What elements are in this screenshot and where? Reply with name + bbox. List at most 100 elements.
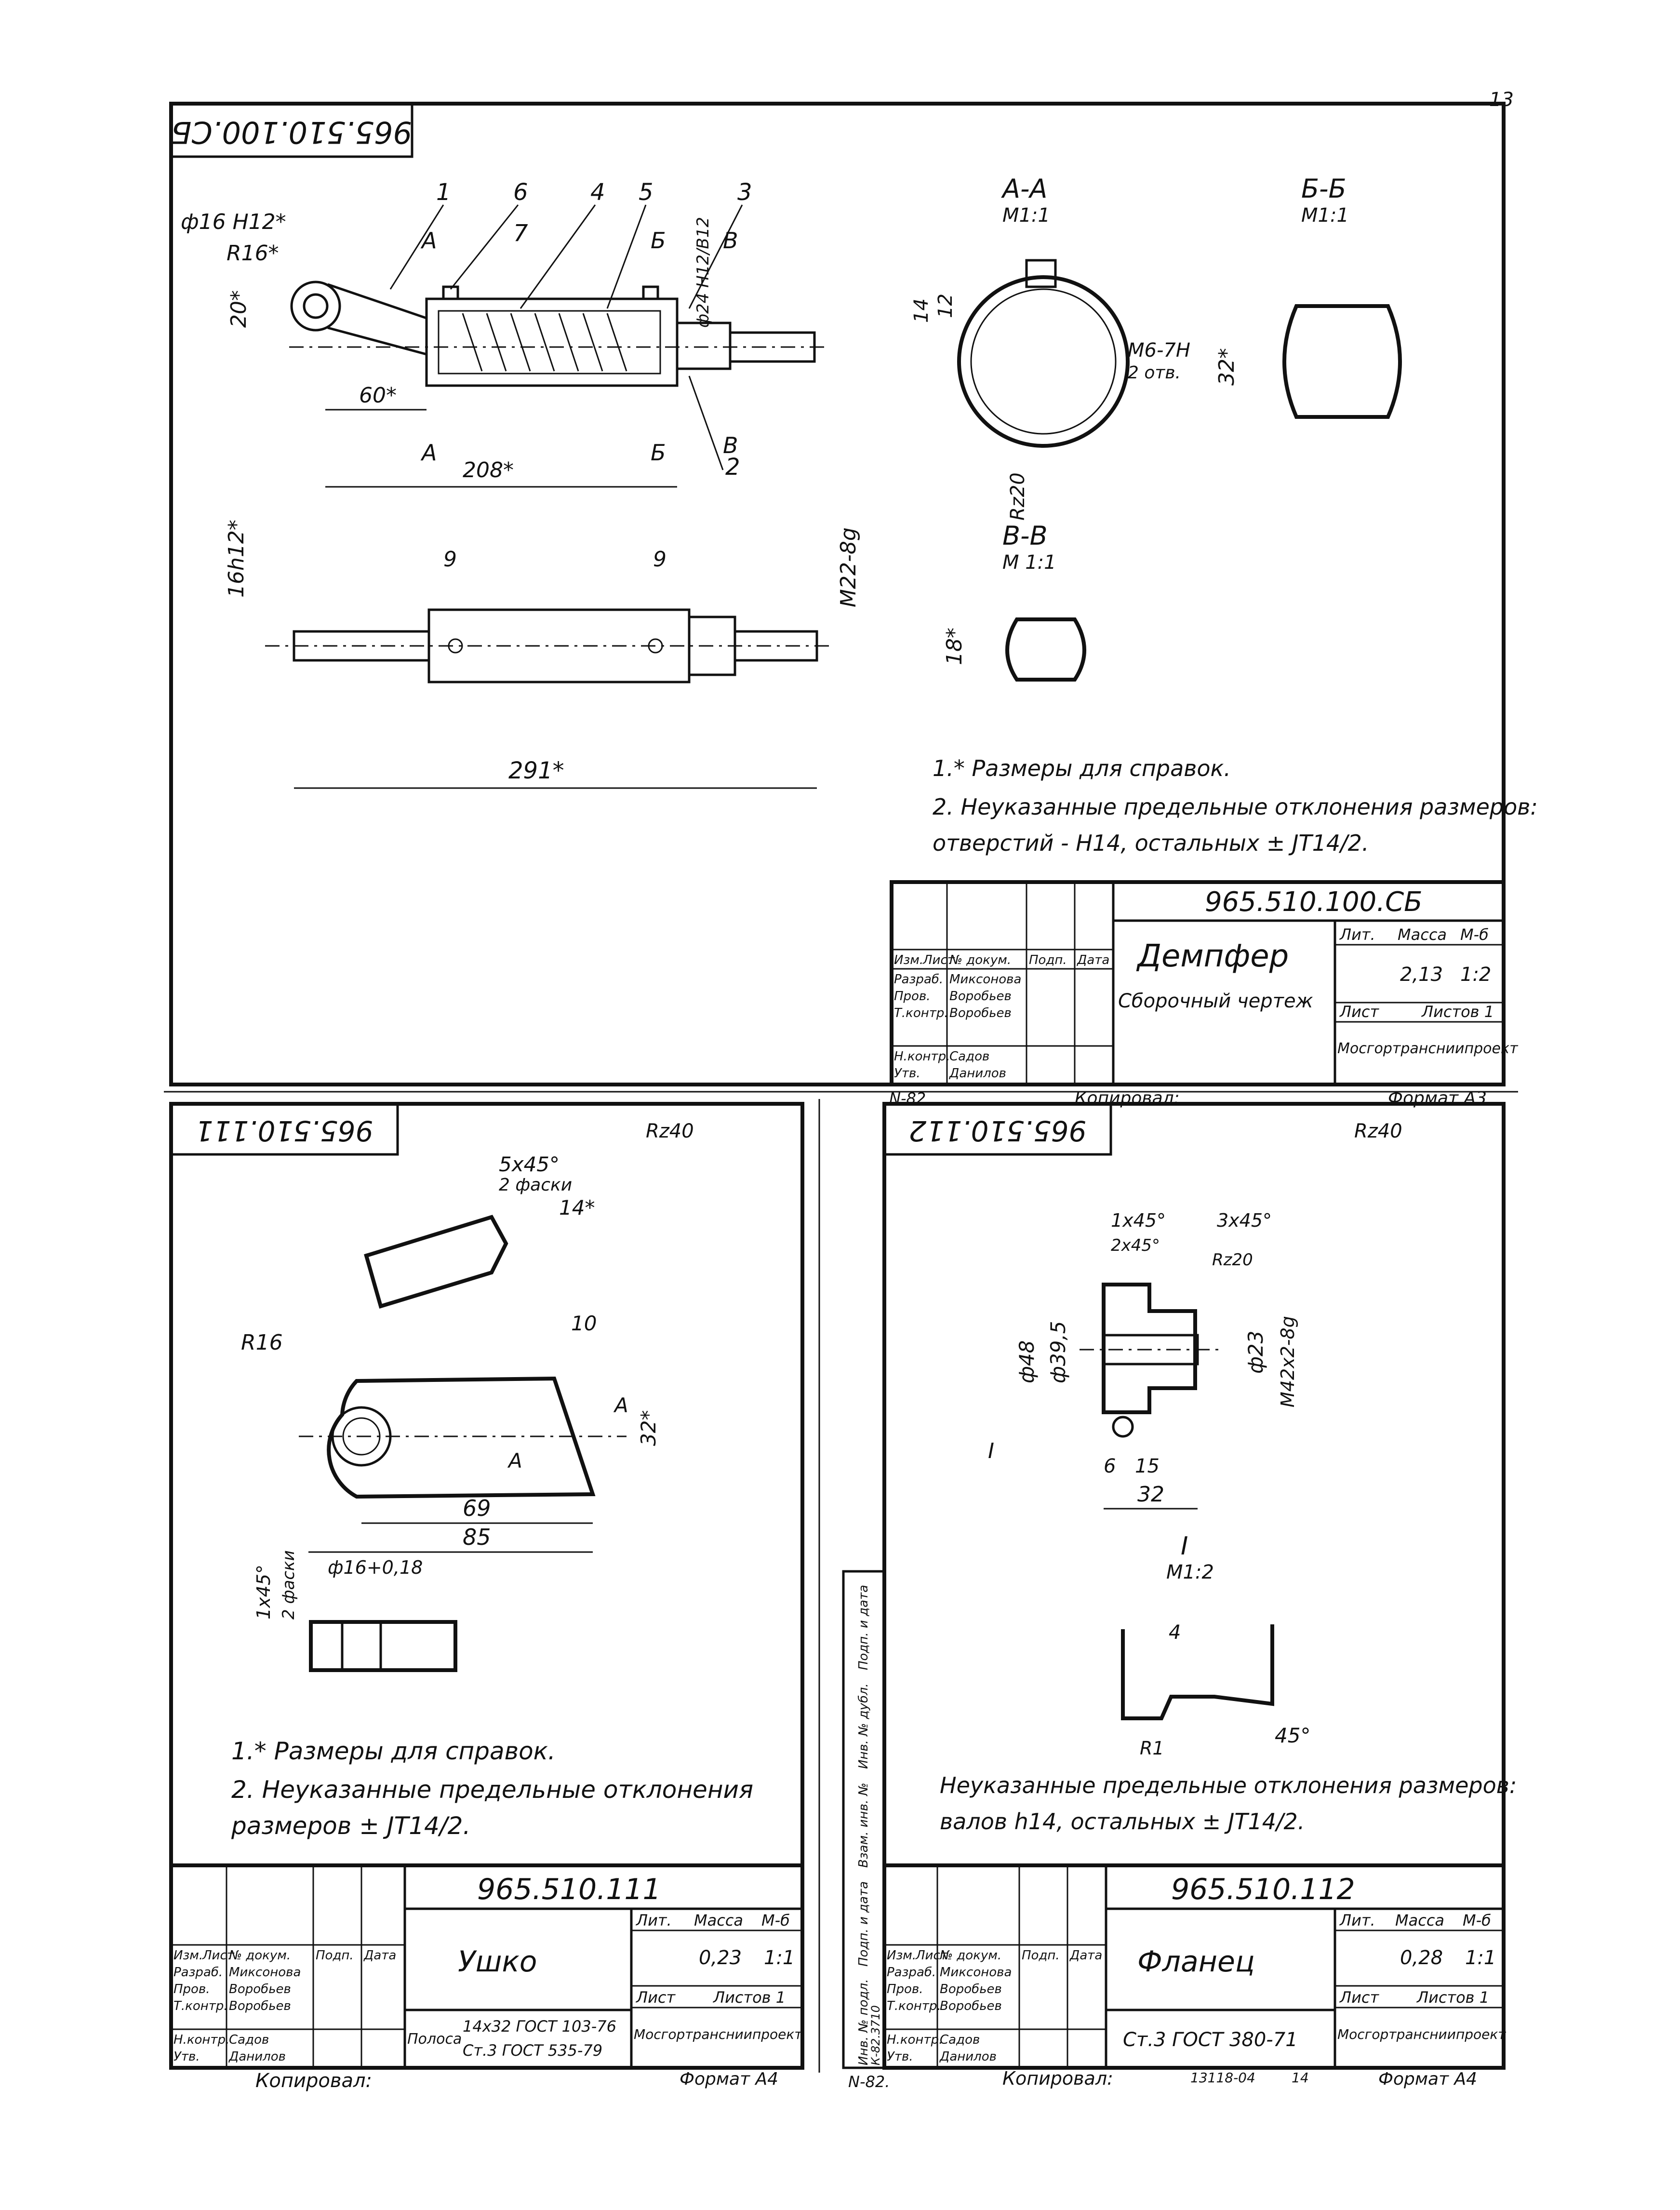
dim-nine-2: 9 [653, 547, 667, 572]
section-a-top: А [420, 228, 437, 254]
dim-rod: ф24 Н12/В12 [693, 217, 713, 328]
dim-bb-32: 32* [1214, 348, 1239, 386]
s1-role-5: Утв. [894, 1066, 920, 1081]
sheet3-material: Ст.3 ГОСТ 380-71 [1123, 2029, 1298, 2051]
sheet3-scale-hdr: М-б [1463, 1911, 1491, 1929]
section-b-bottom: Б [651, 440, 666, 466]
eye-cut-line [553, 1378, 594, 1495]
sheet2-footer-format: Формат А4 [680, 2069, 778, 2089]
s2-name-5: Данилов [228, 2049, 286, 2064]
dim-4: 4 [1169, 1621, 1181, 1644]
dim-aa-12: 12 [934, 294, 957, 318]
sheet1-note-2: 2. Неуказанные предельные отклонения раз… [933, 794, 1538, 820]
side-strip-1: Инв. № подл. [856, 1979, 871, 2065]
dim-side-chamfer-note: 2 фаски [279, 1550, 298, 1620]
sheet2-note-2: 2. Неуказанные предельные отклонения [231, 1776, 753, 1804]
sheet1-stamp-code: 965.510.100.СБ [1205, 886, 1423, 918]
sheet3-note-1: Неуказанные предельные отклонения размер… [940, 1772, 1517, 1798]
leader-2: 2 [725, 454, 740, 481]
sheet3-side-strip: Инв. № подл. Подп. и дата Взам. инв. № И… [842, 1570, 886, 2069]
assembly-leaders: 1 6 7 4 5 3 2 А А Б Б В В [389, 179, 752, 481]
sheet1-scale: 1:2 [1460, 964, 1491, 986]
s2-name-4: Садов [229, 2033, 269, 2047]
sheet1-frame [169, 102, 1506, 1086]
sheet2-sheet-hdr: Лист [636, 1988, 676, 2007]
sheet3-footer-docno: 13118-04 [1190, 2070, 1255, 2086]
sheet2-stamp-frame [169, 1863, 804, 2070]
section-aa-bolt [1025, 259, 1057, 288]
section-vv-title: В-В [1002, 521, 1048, 551]
sheet2-scale: 1:1 [764, 1947, 795, 1969]
sheet-assembly: 965.510.100.СБ 1 6 7 4 5 3 2 [169, 102, 1538, 1108]
sheet3-note-2: валов h14, остальных ± JT14/2. [940, 1808, 1305, 1835]
dim-15: 15 [1135, 1455, 1160, 1477]
sheet3-stamp-frame [882, 1863, 1506, 2070]
sheet3-footer-copied: Копировал: [1002, 2068, 1113, 2089]
dim-vv-18: 18* [942, 628, 967, 665]
sheet2-org: Мосгортрансниипроект [634, 2026, 802, 2042]
sheet1-stamp-frame [890, 880, 1506, 1086]
leader-line-1 [389, 204, 444, 290]
detail-outline [1121, 1624, 1274, 1720]
leader-line-4 [520, 204, 596, 309]
section-bb-title: Б-Б [1301, 174, 1347, 204]
sheet3-code-box [883, 1102, 1112, 1156]
sheet1-mass-hdr: Масса [1398, 925, 1447, 944]
dim-height: 20* [227, 290, 251, 328]
sheet1-lit-hdr: Лит. [1339, 925, 1375, 944]
sheet2-note-1: 1.* Размеры для справок. [231, 1737, 556, 1765]
sheet3-mass: 0,28 [1400, 1947, 1443, 1969]
leader-6: 6 [513, 179, 528, 206]
flange [676, 321, 732, 370]
s1-role-2: Пров. [894, 989, 931, 1004]
s3-role-2: Пров. [887, 1982, 923, 1996]
eye-plan-view [299, 1376, 627, 1499]
sheet1-title-block: 965.510.100.СБ Демпфер Сборочный чертеж … [890, 880, 1519, 1086]
section-bb: Б-Б М1:1 32* [1214, 174, 1402, 419]
dim-c1: 1х45° [1111, 1210, 1166, 1231]
sheet1-sheet-hdr: Лист [1339, 1003, 1379, 1021]
sheet1-code-box [170, 102, 413, 158]
dim-side-chamfer: 1х45° [253, 1565, 274, 1620]
dim-60: 60* [359, 383, 397, 408]
dim-aa-thread: М6-7Н [1128, 339, 1190, 362]
sheet3-mirrored-code: 965.510.112 [909, 1114, 1087, 1147]
s1-hdr-izm: Изм. [894, 953, 923, 967]
dim-thread: М42х2-8g [1277, 1316, 1298, 1407]
spring [462, 313, 627, 372]
sheet3-mass-hdr: Масса [1395, 1911, 1444, 1929]
flange-detail: I М1:2 4 R1 45° [1121, 1532, 1310, 1759]
section-b-top: Б [651, 228, 666, 254]
section-mark-a-2: А [613, 1393, 628, 1417]
sheet2-material-top: 14х32 ГОСТ 103-76 [463, 2017, 616, 2036]
detail-title: I [1181, 1532, 1188, 1561]
s1-name-3: Воробьев [949, 1006, 1012, 1020]
s2-hdr-list: Лист [202, 1948, 235, 1963]
s1-name-2: Воробьев [949, 989, 1012, 1004]
sheet2-mass-hdr: Масса [694, 1911, 743, 1929]
dim-hole: ф16 Н12* [181, 210, 286, 234]
leader-line-6 [450, 204, 519, 290]
sheet2-stamp-code: 965.510.111 [477, 1873, 661, 1906]
dim-14: 14* [559, 1196, 595, 1219]
section-vv: В-В М 1:1 18* [942, 521, 1086, 682]
dim-aa-holes: 2 отв. [1128, 363, 1181, 383]
s3-hdr-list: Лист [915, 1948, 948, 1963]
dim-chamfer: 5х45° [499, 1152, 560, 1176]
sheet3-footer-sheetno: 14 [1292, 2070, 1309, 2086]
s2-role-1: Разраб. [173, 1965, 223, 1980]
sheet1-scale-hdr: М-б [1460, 925, 1489, 944]
s1-hdr-date: Дата [1077, 953, 1109, 967]
side-strip-3: Взам. инв. № [856, 1782, 871, 1868]
s3-role-3: Т.контр. [887, 1999, 941, 2013]
dim-r1: R1 [1140, 1738, 1164, 1759]
leader-1: 1 [436, 179, 451, 206]
s2-name-3: Воробьев [229, 1999, 291, 2013]
sheet2-code-box [170, 1102, 399, 1156]
section-aa-outer [957, 275, 1130, 448]
flange-groove [1112, 1416, 1134, 1438]
s2-hdr-doc: № докум. [228, 1948, 291, 1963]
sheet1-mass: 2,13 [1400, 964, 1443, 986]
dim-chamfer-note: 2 фаски [499, 1175, 572, 1195]
